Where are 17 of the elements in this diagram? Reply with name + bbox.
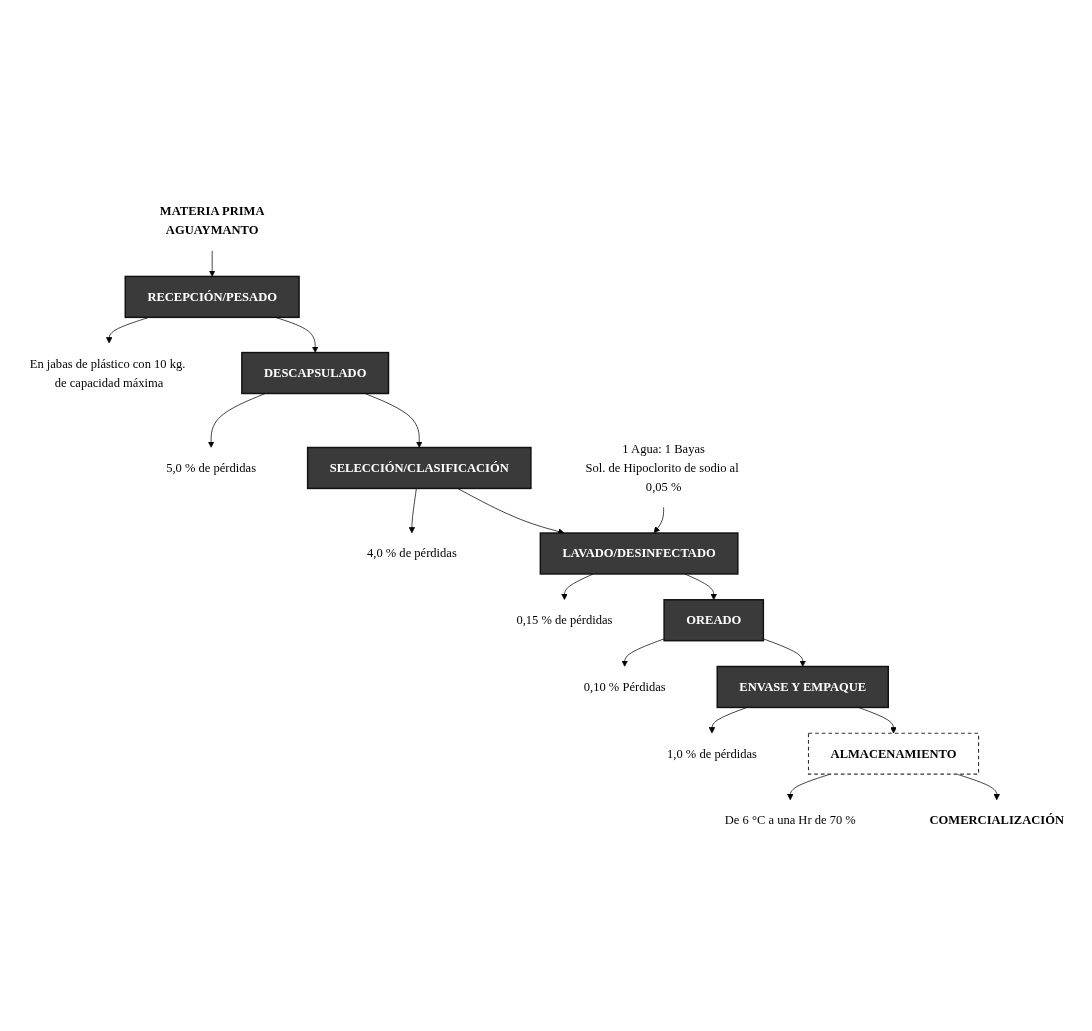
node-text: COMERCIALIZACIÓN: [929, 812, 1064, 827]
node-text: 4,0 % de pérdidas: [366, 545, 457, 560]
node-text: 5,0 % de pérdidas: [166, 460, 257, 475]
node-text: 0,10 % Pérdidas: [583, 679, 666, 694]
node-text: 0,15 % de pérdidas: [516, 612, 613, 627]
node-box: LAVADO/DESINFECTADO: [539, 531, 739, 575]
node-text: De 6 °C a una Hr de 70 %: [724, 812, 856, 827]
node-box: ALMACENAMIENTO: [807, 732, 980, 775]
node-text: En jabas de plástico con 10 kg. de capacidad máxima: [29, 356, 186, 389]
node-box: OREADO: [663, 598, 765, 642]
node-text: 1,0 % de pérdidas: [667, 746, 757, 761]
node-box: DESCAPSULADO: [241, 351, 390, 394]
node-box: RECEPCIÓN/PESADO: [124, 275, 300, 318]
node-box: SELECCIÓN/CLASIFICACIÓN: [306, 446, 532, 489]
node-text: 1 Agua: 1 Bayas Sol. de Hipoclorito de sodio al 0,05 %: [585, 441, 739, 494]
node-text: MATERIA PRIMA AGUAYMANTO: [159, 203, 265, 237]
node-box: ENVASE Y EMPAQUE: [716, 665, 889, 708]
